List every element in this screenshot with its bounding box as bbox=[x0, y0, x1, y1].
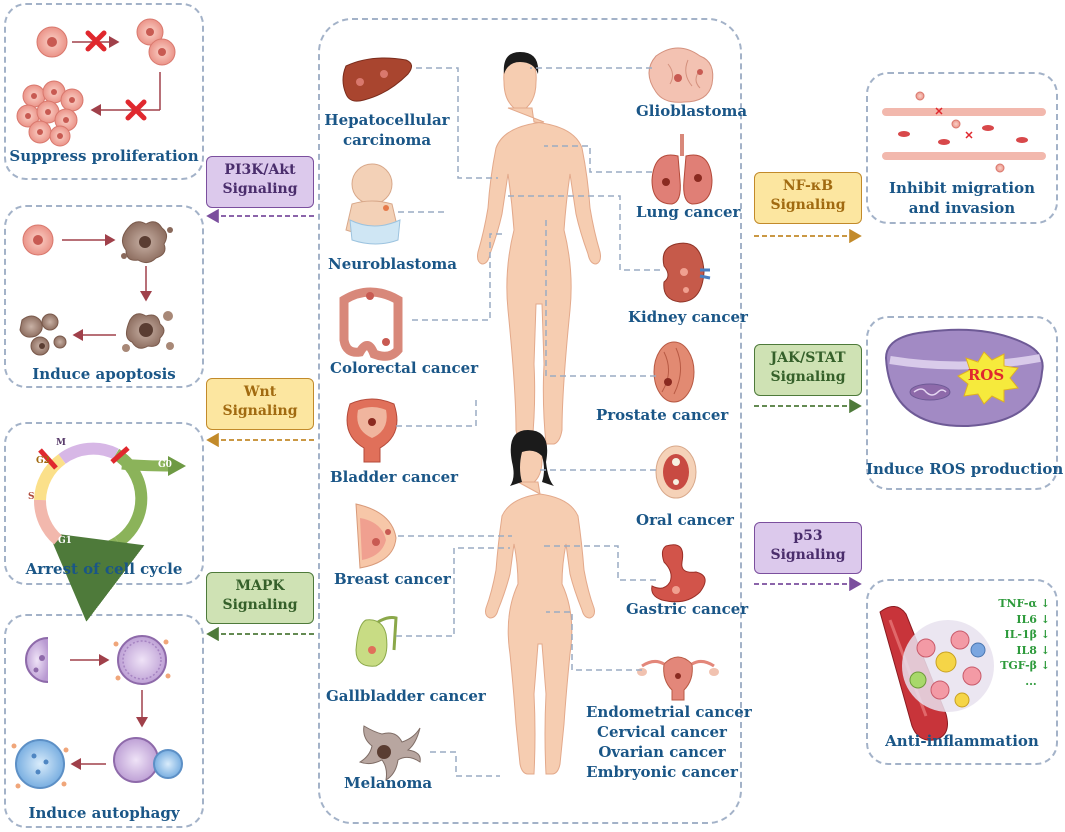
organ-connectors bbox=[396, 67, 660, 777]
prostate-cancer-label: Prostate cancer bbox=[596, 406, 729, 424]
induce-apoptosis-panel bbox=[4, 205, 204, 388]
migration-invasion-title: Inhibit migration and invasion bbox=[888, 179, 1036, 217]
stomach-icon bbox=[651, 544, 706, 603]
blocked-cross-icon bbox=[125, 99, 147, 121]
phase-g0-label: G0 bbox=[158, 460, 172, 470]
female-body-figure bbox=[485, 437, 595, 775]
inflammation-illustration bbox=[879, 606, 994, 741]
bladder-cancer-label: Bladder cancer bbox=[330, 468, 459, 486]
suppress-proliferation-panel bbox=[4, 3, 204, 180]
pi3k-label: PI3K/Akt bbox=[224, 162, 296, 178]
gallbladder-icon bbox=[355, 616, 398, 667]
mouth-icon bbox=[655, 445, 697, 499]
cell-cycle-title: Arrest of cell cycle bbox=[25, 560, 183, 578]
cytokine-il6: IL6 ↓ bbox=[1016, 612, 1050, 626]
ovarian-cancer-label: Ovarian cancer bbox=[598, 743, 726, 761]
gallbladder-cancer-label: Gallbladder cancer bbox=[326, 687, 486, 705]
colorectal-cancer-label: Colorectal cancer bbox=[330, 359, 479, 377]
liver-icon bbox=[342, 57, 412, 102]
wnt-signaling-box: Wnt Signaling bbox=[206, 378, 314, 430]
proliferation-illustration bbox=[16, 18, 176, 147]
blocked-cross-icon bbox=[85, 30, 107, 52]
mapk-label: MAPK bbox=[235, 578, 285, 594]
female-hair bbox=[510, 430, 554, 486]
embryonic-cancer-label: Embryonic cancer bbox=[586, 763, 738, 781]
mapk-signaling-box: MAPK Signaling bbox=[206, 572, 314, 624]
cytokine-list: TNF-α ↓ IL6 ↓ IL-1β ↓ IL8 ↓ TGF-β ↓ ... bbox=[996, 596, 1050, 689]
pi3k-akt-signaling-box: PI3K/Akt Signaling bbox=[206, 156, 314, 208]
ros-production-title: Induce ROS production bbox=[866, 460, 1064, 478]
lungs-icon bbox=[651, 134, 713, 205]
phase-g2-label: G2 bbox=[36, 456, 50, 466]
hepatocellular-label: Hepatocellular carcinoma bbox=[324, 111, 450, 149]
melanoma-label: Melanoma bbox=[344, 774, 433, 792]
breast-cancer-label: Breast cancer bbox=[334, 570, 451, 588]
glioblastoma-label: Glioblastoma bbox=[636, 102, 748, 120]
cytokine-more: ... bbox=[1025, 674, 1037, 688]
gastric-cancer-label: Gastric cancer bbox=[626, 600, 749, 618]
uterus-icon bbox=[637, 656, 719, 701]
jak-signaling-label: Signaling bbox=[770, 369, 846, 385]
lung-cancer-label: Lung cancer bbox=[636, 203, 741, 221]
wnt-label: Wnt bbox=[243, 384, 277, 400]
kidney-icon bbox=[662, 242, 711, 303]
breast-icon bbox=[355, 503, 397, 569]
cytokine-il8: IL8 ↓ bbox=[1016, 643, 1050, 657]
pi3k-signaling-label: Signaling bbox=[222, 181, 298, 197]
oral-cancer-label: Oral cancer bbox=[636, 511, 734, 529]
migration-invasion-panel bbox=[866, 72, 1058, 224]
wnt-signaling-label: Signaling bbox=[222, 403, 298, 419]
cytokine-tgfb: TGF-β ↓ bbox=[1000, 659, 1050, 672]
anti-inflammation-title: Anti-inflammation bbox=[885, 732, 1039, 750]
apoptosis-illustration bbox=[19, 221, 174, 356]
phase-s-label: S bbox=[28, 492, 35, 502]
ros-burst-icon bbox=[957, 351, 1019, 405]
mapk-signaling-label: Signaling bbox=[222, 597, 298, 613]
p53-label: p53 bbox=[793, 528, 823, 544]
induce-apoptosis-title: Induce apoptosis bbox=[32, 365, 176, 383]
baby-icon bbox=[345, 163, 401, 245]
nfkb-label: NF-κB bbox=[782, 178, 834, 194]
ros-burst-label: ROS bbox=[967, 366, 1005, 384]
bladder-icon bbox=[346, 398, 398, 463]
male-hair bbox=[503, 52, 539, 74]
neuroblastoma-label: Neuroblastoma bbox=[328, 255, 457, 273]
ros-cell-illustration bbox=[884, 328, 1044, 428]
nfkb-signaling-label: Signaling bbox=[770, 197, 846, 213]
brain-icon bbox=[648, 47, 714, 103]
male-body-figure bbox=[477, 57, 601, 445]
suppress-proliferation-title: Suppress proliferation bbox=[9, 147, 199, 165]
jak-label: JAK/STAT bbox=[770, 350, 846, 366]
autophagy-illustration bbox=[11, 635, 183, 789]
p53-signaling-label: Signaling bbox=[770, 547, 846, 563]
central-cancer-panel bbox=[318, 18, 742, 824]
migration-illustration bbox=[882, 91, 1046, 173]
jak-stat-signaling-box: JAK/STAT Signaling bbox=[754, 344, 862, 396]
phase-g1-label: G1 bbox=[58, 536, 72, 546]
anti-inflammation-panel bbox=[866, 579, 1058, 765]
phase-m-label: M bbox=[56, 438, 66, 448]
prostate-icon bbox=[653, 341, 695, 403]
endometrial-cancer-label: Endometrial cancer bbox=[586, 703, 752, 721]
induce-autophagy-title: Induce autophagy bbox=[28, 804, 180, 822]
cervical-cancer-label: Cervical cancer bbox=[597, 723, 727, 741]
kidney-cancer-label: Kidney cancer bbox=[628, 308, 748, 326]
colon-icon bbox=[339, 287, 403, 361]
p53-signaling-box: p53 Signaling bbox=[754, 522, 862, 574]
melanocyte-icon bbox=[358, 725, 421, 781]
cytokine-il1b: IL-1β ↓ bbox=[1004, 628, 1050, 641]
gynecologic-cancers-label: Endometrial cancer Cervical cancer Ovari… bbox=[586, 702, 752, 782]
cytokine-tnf: TNF-α ↓ bbox=[998, 597, 1050, 610]
ros-production-panel bbox=[866, 316, 1058, 490]
cell-cycle-illustration bbox=[33, 442, 186, 622]
nfkb-signaling-box: NF-κB Signaling bbox=[754, 172, 862, 224]
